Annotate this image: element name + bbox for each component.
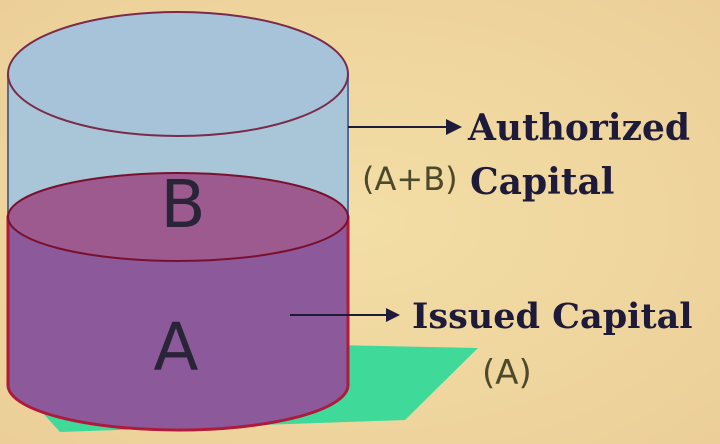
authorized-label-line1: Authorized — [467, 107, 690, 149]
lower-cylinder-body — [6, 215, 350, 432]
authorized-arrow-head — [446, 119, 462, 135]
label-a: A — [153, 309, 198, 386]
upper-cylinder-top — [7, 11, 349, 137]
issued-label: Issued Capital — [412, 296, 693, 337]
label-b: B — [160, 166, 205, 243]
issued-formula: (A) — [482, 353, 532, 393]
authorized-formula: (A+B) — [362, 160, 458, 198]
lower-cylinder-top — [7, 172, 349, 262]
issued-arrow-head — [386, 308, 400, 322]
authorized-label-line2: Capital — [470, 161, 614, 203]
